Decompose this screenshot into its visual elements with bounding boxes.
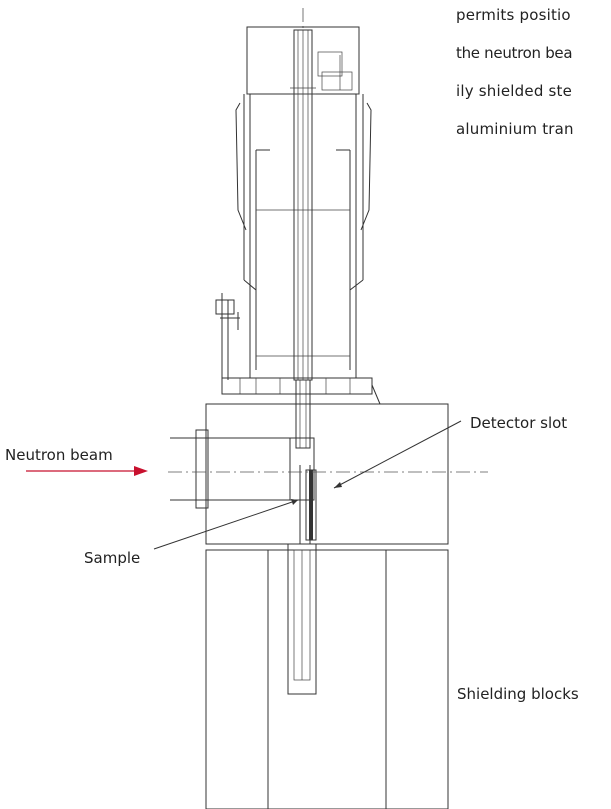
label-neutron-beam: Neutron beam xyxy=(5,446,113,464)
paragraph-line-1: permits positio xyxy=(456,6,571,24)
paragraph-line-2: the neutron bea xyxy=(456,44,573,62)
detector-slot-leader xyxy=(333,420,462,489)
paragraph-line-3: ily shielded ste xyxy=(456,82,573,100)
sample-leader xyxy=(153,499,299,550)
side-fitting xyxy=(215,293,240,380)
sample-stick xyxy=(290,29,316,449)
shielding-housing xyxy=(170,403,449,551)
sample-arrowhead xyxy=(291,499,298,505)
detector-slot-arrowhead xyxy=(334,482,342,488)
paragraph-line-4: aluminium tran xyxy=(456,120,574,138)
shielding-blocks xyxy=(205,543,449,809)
cryostat-body xyxy=(235,93,372,379)
label-shielding-blocks: Shielding blocks xyxy=(457,685,579,703)
label-detector-slot: Detector slot xyxy=(470,414,568,432)
neutron-beam-arrow xyxy=(26,466,148,476)
base-flange xyxy=(221,377,381,405)
label-sample: Sample xyxy=(84,549,141,567)
